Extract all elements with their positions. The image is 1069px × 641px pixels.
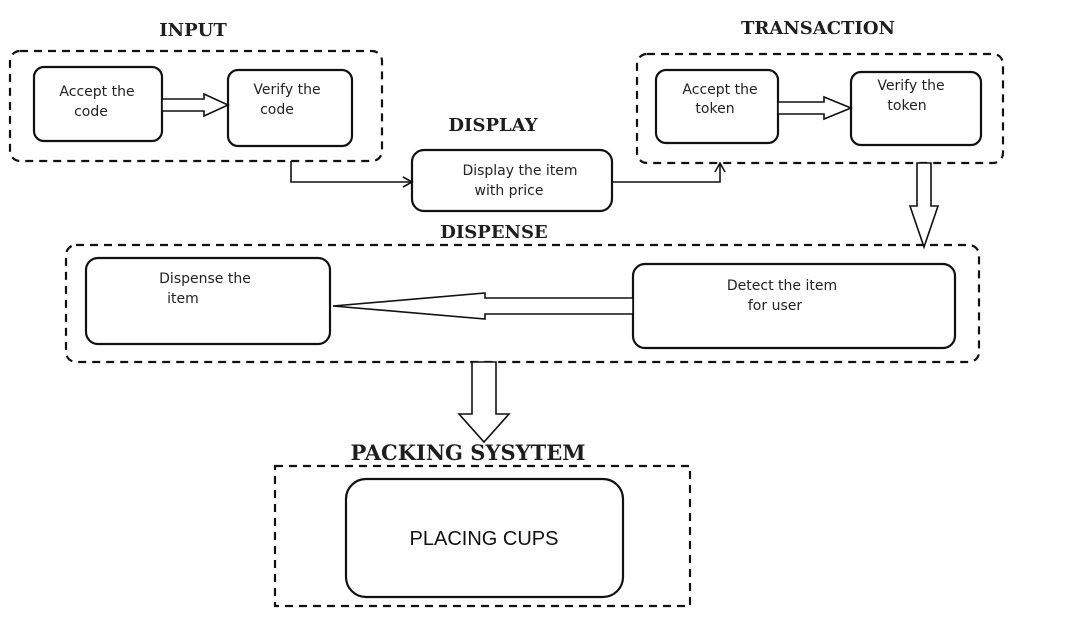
verify-token-node: Verify the token <box>849 70 983 147</box>
accept-token-node: Accept the token <box>654 68 780 145</box>
verify-code-line-2: code <box>260 102 294 118</box>
arrow-accept-to-verify-token <box>777 95 854 121</box>
placing-cups-label: PLACING CUPS <box>410 528 559 550</box>
detect-item-node: Detect the item for user <box>631 262 957 350</box>
transaction-group-title: TRANSACTION <box>741 18 895 39</box>
accept-token-line-1: Accept the <box>682 82 757 98</box>
input-group-container <box>8 49 384 163</box>
dispense-group-container <box>64 243 981 364</box>
display-group-title: DISPLAY <box>448 115 538 136</box>
arrow-accept-to-verify-code <box>161 92 230 118</box>
packing-system-group-title: PACKING SYSYTEM <box>351 440 586 465</box>
accept-code-line-2: code <box>74 104 108 120</box>
input-group-title: INPUT <box>159 20 227 41</box>
display-item-line-1: Display the item <box>462 163 577 179</box>
dispense-item-line-1: Dispense the <box>159 271 251 287</box>
detect-item-line-1: Detect the item <box>727 278 837 294</box>
verify-code-line-1: Verify the <box>253 82 320 98</box>
arrow-transaction-to-dispense <box>908 162 940 250</box>
packing-system-group-container <box>273 464 692 608</box>
arrow-display-to-transaction <box>612 161 726 183</box>
placing-cups-node: PLACING CUPS <box>344 477 625 599</box>
accept-code-line-1: Accept the <box>59 84 134 100</box>
detect-item-line-2: for user <box>748 298 802 314</box>
display-item-line-2: with price <box>475 183 544 199</box>
transaction-group-container <box>635 52 1005 165</box>
verify-token-line-1: Verify the <box>877 78 944 94</box>
dispense-item-line-2: item <box>167 291 199 307</box>
arrow-detect-to-dispense-item <box>332 292 634 320</box>
verify-code-node: Verify the code <box>226 68 354 148</box>
accept-token-line-2: token <box>695 101 734 117</box>
accept-code-node: Accept the code <box>32 65 164 143</box>
display-item-node: Display the item with price <box>410 148 614 213</box>
arrow-dispense-to-packing <box>457 361 511 444</box>
dispense-item-node: Dispense the item <box>84 256 332 346</box>
verify-token-line-2: token <box>887 98 926 114</box>
arrow-input-to-display <box>290 161 414 188</box>
dispense-group-title: DISPENSE <box>440 222 547 243</box>
